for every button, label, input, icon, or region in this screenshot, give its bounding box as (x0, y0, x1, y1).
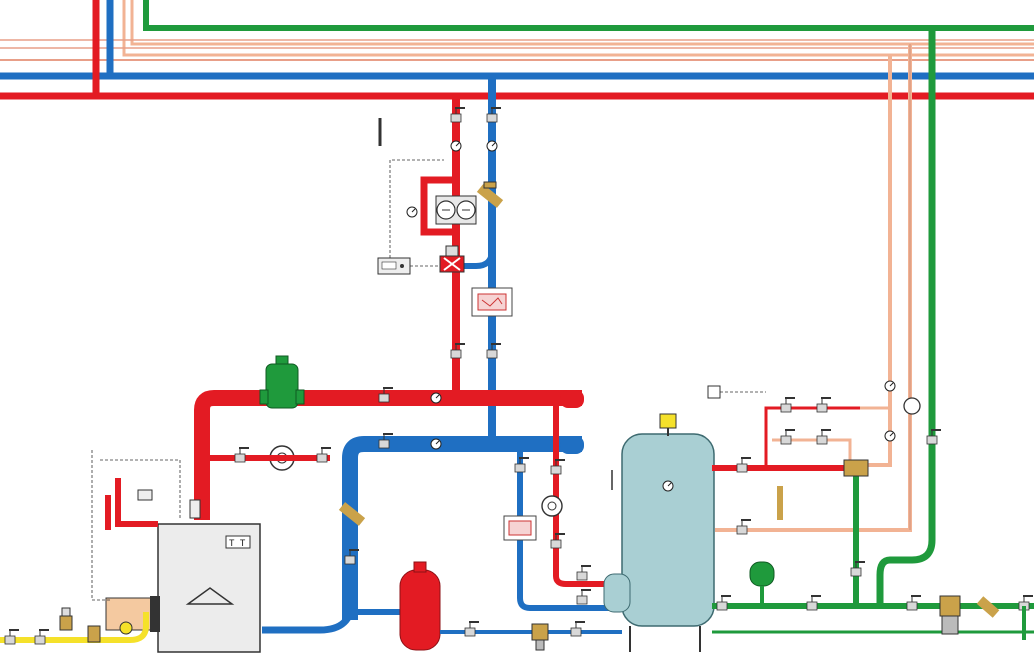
dhw-secondary (440, 380, 1034, 651)
storage-tank-icon (603, 413, 715, 652)
boiler-icon: T T (91, 450, 261, 653)
right-risers (715, 28, 936, 605)
heat-meter-icon (471, 287, 513, 317)
strainer-icon (476, 181, 504, 208)
dhw-supply-riser (876, 28, 936, 605)
burner-icon (105, 597, 159, 631)
return-manifold (342, 436, 582, 620)
recirc-riser-2 (860, 55, 892, 467)
recirc-header-2 (122, 0, 1034, 57)
ball-valve-icon (338, 502, 366, 526)
dhw-expansion-vessel-icon (749, 561, 775, 606)
dhw-mixing-valve-icon (843, 459, 869, 477)
pressure-gauge-icon (406, 206, 418, 218)
filter-icon (976, 596, 1000, 618)
tank-pump-icon (541, 495, 563, 517)
blue-return-header (106, 0, 1034, 80)
heating-circuit (377, 76, 513, 445)
hydraulic-separator-icon (259, 355, 305, 409)
water-softener-icon (939, 595, 961, 635)
recirc-pump-icon (903, 397, 921, 415)
green-supply-header (143, 0, 1034, 31)
gas-line (0, 607, 149, 645)
three-way-valve-icon (439, 245, 465, 273)
tank-primary-loop (503, 398, 613, 611)
tank-heat-meter-icon (503, 515, 537, 541)
flow-manifold (194, 390, 582, 520)
controller-icon (377, 257, 411, 275)
manifold (194, 355, 584, 620)
temperature-sensor-icon (707, 385, 721, 399)
gas-regulator-icon (59, 607, 73, 631)
return-valve-icon (531, 623, 549, 651)
main-headers (0, 0, 1034, 100)
boiler-label: T T (229, 539, 246, 549)
expansion-vessel-icon (262, 561, 441, 651)
twin-pump-icon (435, 195, 477, 225)
recirc-header-1 (130, 0, 1034, 46)
